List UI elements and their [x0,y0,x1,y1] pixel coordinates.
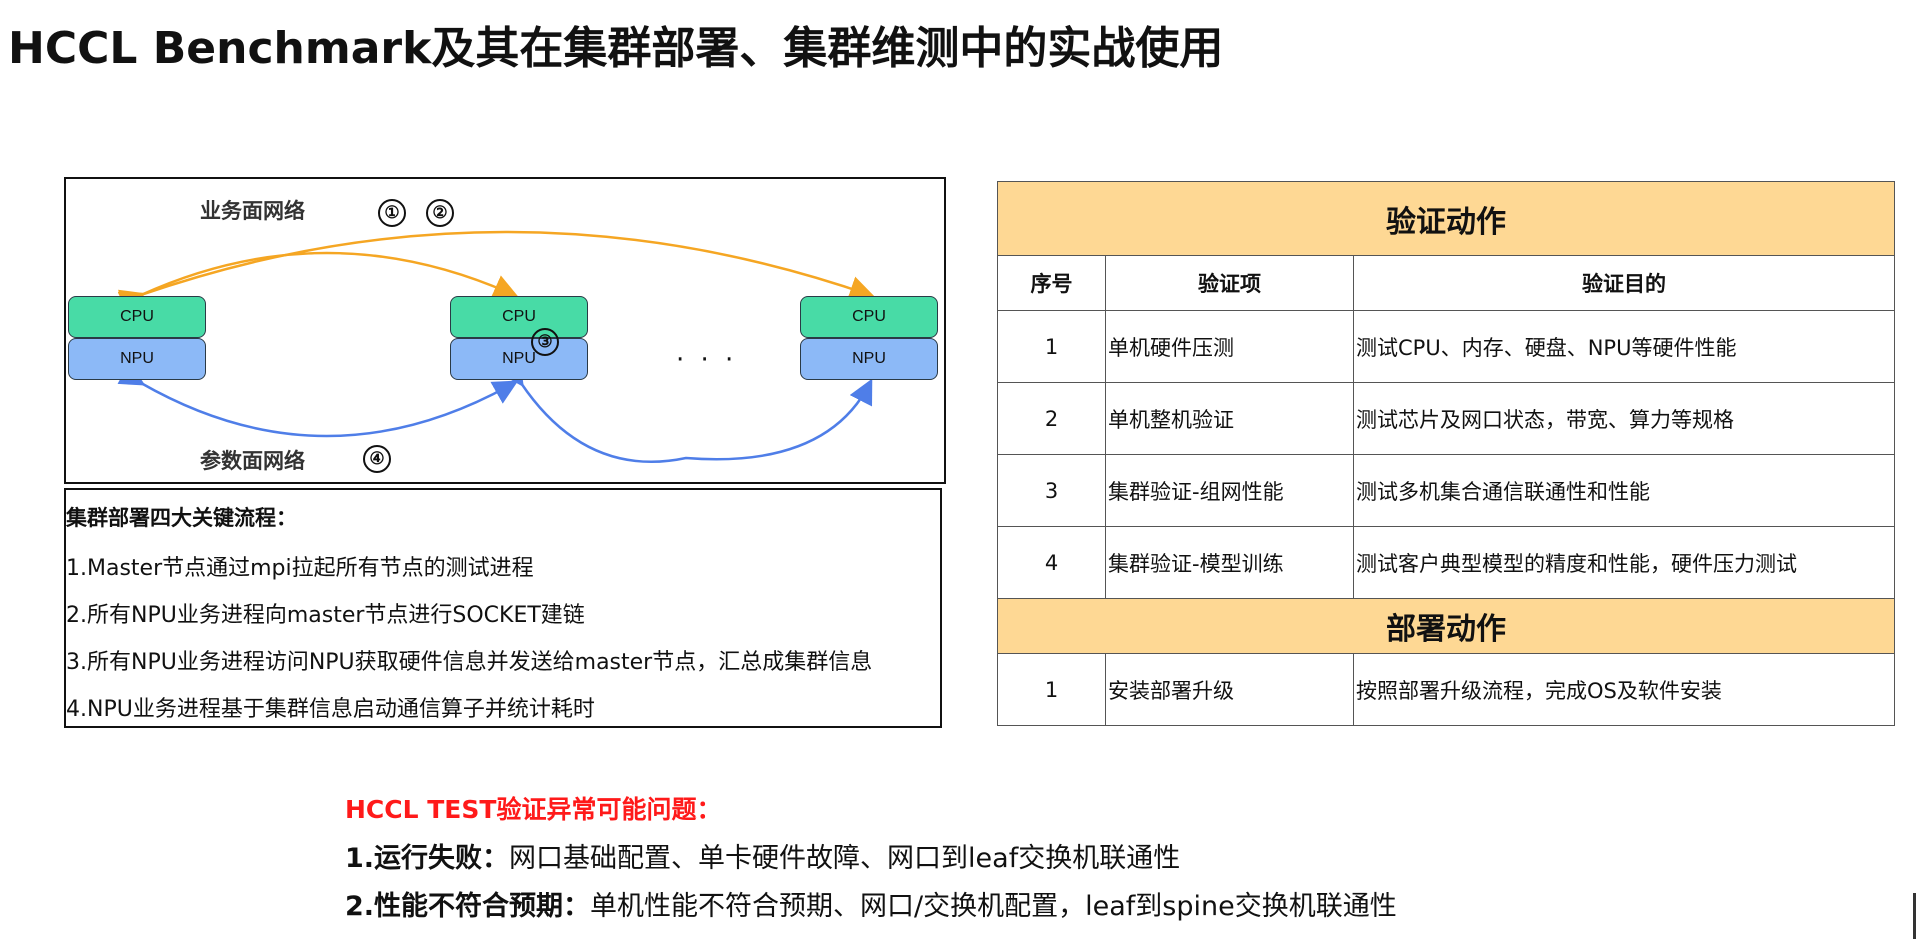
row-item: 单机整机验证 [1105,382,1354,455]
row-item: 安装部署升级 [1105,653,1354,726]
issue-1-label: 1.运行失败： [345,843,510,874]
row-purpose: 按照部署升级流程，完成OS及软件安装 [1352,653,1896,726]
process-step: 2.所有NPU业务进程向master节点进行SOCKET建链 [66,603,585,628]
process-step: 1.Master节点通过mpi拉起所有节点的测试进程 [66,556,534,581]
col-header-item: 验证项 [1105,255,1354,311]
verification-table: 验证动作 序号 验证项 验证目的 1 单机硬件压测 测试CPU、内存、硬盘、NP… [996,181,1896,726]
business-arrow-1-2 [117,251,519,315]
process-step: 4.NPU业务进程基于集群信息启动通信算子并统计耗时 [66,697,595,722]
param-arrow-2-3 [499,359,873,463]
param-arrow-1-2 [117,362,519,438]
marker-2: ② [426,199,454,227]
col-header-purpose: 验证目的 [1352,255,1896,311]
row-item: 集群验证-模型训练 [1105,526,1354,599]
issue-item-1: 1.运行失败：网口基础配置、单卡硬件故障、网口到leaf交换机联通性 [345,836,1397,875]
section-deployment: 部署动作 [996,598,1896,654]
table-row: 1 单机硬件压测 测试CPU、内存、硬盘、NPU等硬件性能 [997,310,1896,383]
row-purpose: 测试芯片及网口状态，带宽、算力等规格 [1352,382,1896,455]
row-index: 1 [997,310,1106,383]
col-header-index: 序号 [997,255,1106,311]
more-nodes-ellipsis: · · · [676,345,738,375]
row-index: 4 [997,526,1106,599]
issues-section: HCCL TEST验证异常可能问题： 1.运行失败：网口基础配置、单卡硬件故障、… [345,790,1397,923]
issues-heading: HCCL TEST验证异常可能问题： [345,795,722,824]
row-index: 1 [997,653,1106,726]
node3-cpu: CPU [800,296,938,338]
deployment-process-box: 集群部署四大关键流程： 1.Master节点通过mpi拉起所有节点的测试进程 2… [64,488,942,728]
node3-npu: NPU [800,338,938,380]
arrow-layer [117,230,875,463]
node1-cpu: CPU [68,296,206,338]
node2-cpu: CPU [450,296,588,338]
node1-npu: NPU [68,338,206,380]
row-item: 集群验证-组网性能 [1105,454,1354,527]
issue-2-text: 单机性能不符合预期、网口/交换机配置，leaf到spine交换机联通性 [590,891,1397,922]
page-title: HCCL Benchmark及其在集群部署、集群维测中的实战使用 [8,23,1224,74]
row-purpose: 测试多机集合通信联通性和性能 [1352,454,1896,527]
row-index: 3 [997,454,1106,527]
marker-4: ④ [363,445,391,473]
process-step: 3.所有NPU业务进程访问NPU获取硬件信息并发送给master节点，汇总成集群… [66,650,873,675]
table-row: 4 集群验证-模型训练 测试客户典型模型的精度和性能，硬件压力测试 [997,526,1896,599]
row-purpose: 测试客户典型模型的精度和性能，硬件压力测试 [1352,526,1896,599]
table-row: 2 单机整机验证 测试芯片及网口状态，带宽、算力等规格 [997,382,1896,455]
row-purpose: 测试CPU、内存、硬盘、NPU等硬件性能 [1352,310,1896,383]
param-network-label: 参数面网络 [200,449,305,473]
table-row: 1 安装部署升级 按照部署升级流程，完成OS及软件安装 [997,653,1896,726]
business-arrow-1-3 [118,230,875,314]
row-item: 单机硬件压测 [1105,310,1354,383]
issue-2-label: 2.性能不符合预期： [345,891,591,922]
issue-item-2: 2.性能不符合预期：单机性能不符合预期、网口/交换机配置，leaf到spine交… [345,884,1397,923]
section-verification: 验证动作 [996,181,1896,256]
process-heading: 集群部署四大关键流程： [66,506,297,530]
marker-3: ③ [531,328,559,356]
scrollbar[interactable] [1913,893,1916,939]
marker-1: ① [378,199,406,227]
issue-1-text: 网口基础配置、单卡硬件故障、网口到leaf交换机联通性 [509,843,1181,874]
table-row: 3 集群验证-组网性能 测试多机集合通信联通性和性能 [997,454,1896,527]
cluster-diagram: 业务面网络 ① ② CPU NPU CPU NPU ③ · · · CPU NP… [64,177,946,484]
node2-npu: NPU [450,338,588,380]
business-network-label: 业务面网络 [200,199,305,223]
row-index: 2 [997,382,1106,455]
